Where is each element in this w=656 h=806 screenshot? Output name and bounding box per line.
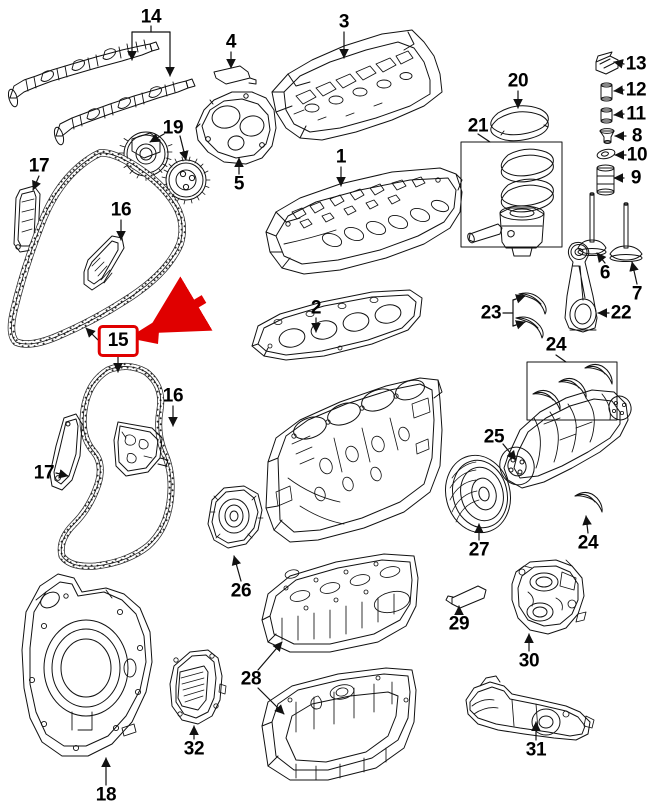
callout-ref-19: 19 xyxy=(162,117,184,139)
part-valve-keeper xyxy=(595,51,619,75)
callout-ref-9: 9 xyxy=(630,167,642,189)
part-main-bearings xyxy=(532,364,613,411)
callout-ref-21: 21 xyxy=(467,115,489,137)
callout-ref-16: 16 xyxy=(110,199,132,221)
part-engine-block xyxy=(265,377,443,543)
callout-ref-25: 25 xyxy=(483,426,505,448)
callout-ref-11: 11 xyxy=(626,103,646,125)
callout-ref-26: 26 xyxy=(230,580,252,602)
callout-ref-22: 22 xyxy=(610,302,632,324)
part-crankshaft-pulley xyxy=(445,454,511,534)
callout-ref-17: 17 xyxy=(28,155,50,177)
callout-ref-18: 18 xyxy=(95,784,117,806)
part-chain-guide-lower xyxy=(49,413,83,491)
callout-ref-5: 5 xyxy=(233,173,245,195)
callout-ref-14: 14 xyxy=(140,6,162,28)
part-rear-main-seal-housing xyxy=(21,573,153,757)
callout-ref-30: 30 xyxy=(518,650,540,672)
callout-ref-29: 29 xyxy=(448,613,470,635)
callout-ref-24: 24 xyxy=(577,532,599,554)
part-oil-control-ring xyxy=(490,105,549,142)
callout-ref-17: 17 xyxy=(33,462,55,484)
part-rod-bearing-upper xyxy=(518,292,547,315)
part-oil-pump-pickup-tube xyxy=(465,675,595,741)
part-engine-side-cover xyxy=(207,485,264,549)
callout-ref-32: 32 xyxy=(183,738,205,760)
part-valve-spring-seat xyxy=(600,107,613,124)
part-dowel-pin xyxy=(213,65,257,85)
callout-ref-24: 24 xyxy=(545,334,567,356)
callout-ref-27: 27 xyxy=(468,539,490,561)
leader-lines xyxy=(32,25,639,786)
callout-ref-31: 31 xyxy=(525,739,547,761)
callout-ref-2: 2 xyxy=(310,297,322,319)
part-intake-valve xyxy=(577,192,607,256)
part-valve-cover xyxy=(271,29,443,141)
part-piston-rings-in-box xyxy=(500,148,554,213)
callout-ref-6: 6 xyxy=(599,262,611,284)
part-oil-pan-dowel xyxy=(445,585,487,609)
callout-ref-28: 28 xyxy=(240,668,262,690)
part-exhaust-valve xyxy=(609,202,643,262)
part-piston xyxy=(499,205,545,257)
callout-ref-8: 8 xyxy=(631,125,643,147)
callout-ref-23: 23 xyxy=(480,302,502,324)
callout-ref-13: 13 xyxy=(625,53,647,75)
part-tensioner-guide-lower xyxy=(113,421,169,477)
part-valve-lifter xyxy=(596,164,615,196)
part-tensioner-arm-upper xyxy=(83,235,125,291)
part-connecting-rod xyxy=(564,241,598,333)
callout-ref-10: 10 xyxy=(626,144,648,166)
callout-ref-1: 1 xyxy=(335,146,347,168)
part-rod-bearing-lower xyxy=(515,316,544,339)
part-valve-stem-seal xyxy=(599,128,615,144)
part-valve-spring-cap xyxy=(600,82,613,102)
part-piston-pin xyxy=(467,223,503,244)
callout-ref-4: 4 xyxy=(225,31,237,53)
part-camshaft-lower xyxy=(53,78,196,146)
callout-ref-3: 3 xyxy=(338,11,350,33)
part-valve-shim xyxy=(596,148,616,160)
callout-ref-16: 16 xyxy=(162,385,184,407)
part-piston-ring-set-box xyxy=(460,141,563,248)
part-oil-pan-upper xyxy=(261,553,419,653)
part-camshaft-upper xyxy=(7,39,160,108)
callout-ref-20: 20 xyxy=(507,70,529,92)
part-oil-cooler xyxy=(169,649,227,725)
part-timing-chain-upper xyxy=(7,149,186,348)
part-oil-pump xyxy=(511,559,587,635)
callout-ref-7: 7 xyxy=(631,283,643,305)
part-cylinder-head xyxy=(265,167,463,275)
part-head-gasket xyxy=(251,289,423,361)
part-crankshaft xyxy=(499,389,632,489)
part-timing-cover xyxy=(195,91,277,165)
callout-ref-12: 12 xyxy=(625,79,647,101)
part-main-bearing-set-box xyxy=(526,361,618,421)
part-oil-pan-lower xyxy=(261,667,417,781)
part-main-bearing-single xyxy=(574,492,603,513)
callout-ref-15: 15 xyxy=(97,325,139,357)
part-timing-chain-lower xyxy=(57,363,175,570)
